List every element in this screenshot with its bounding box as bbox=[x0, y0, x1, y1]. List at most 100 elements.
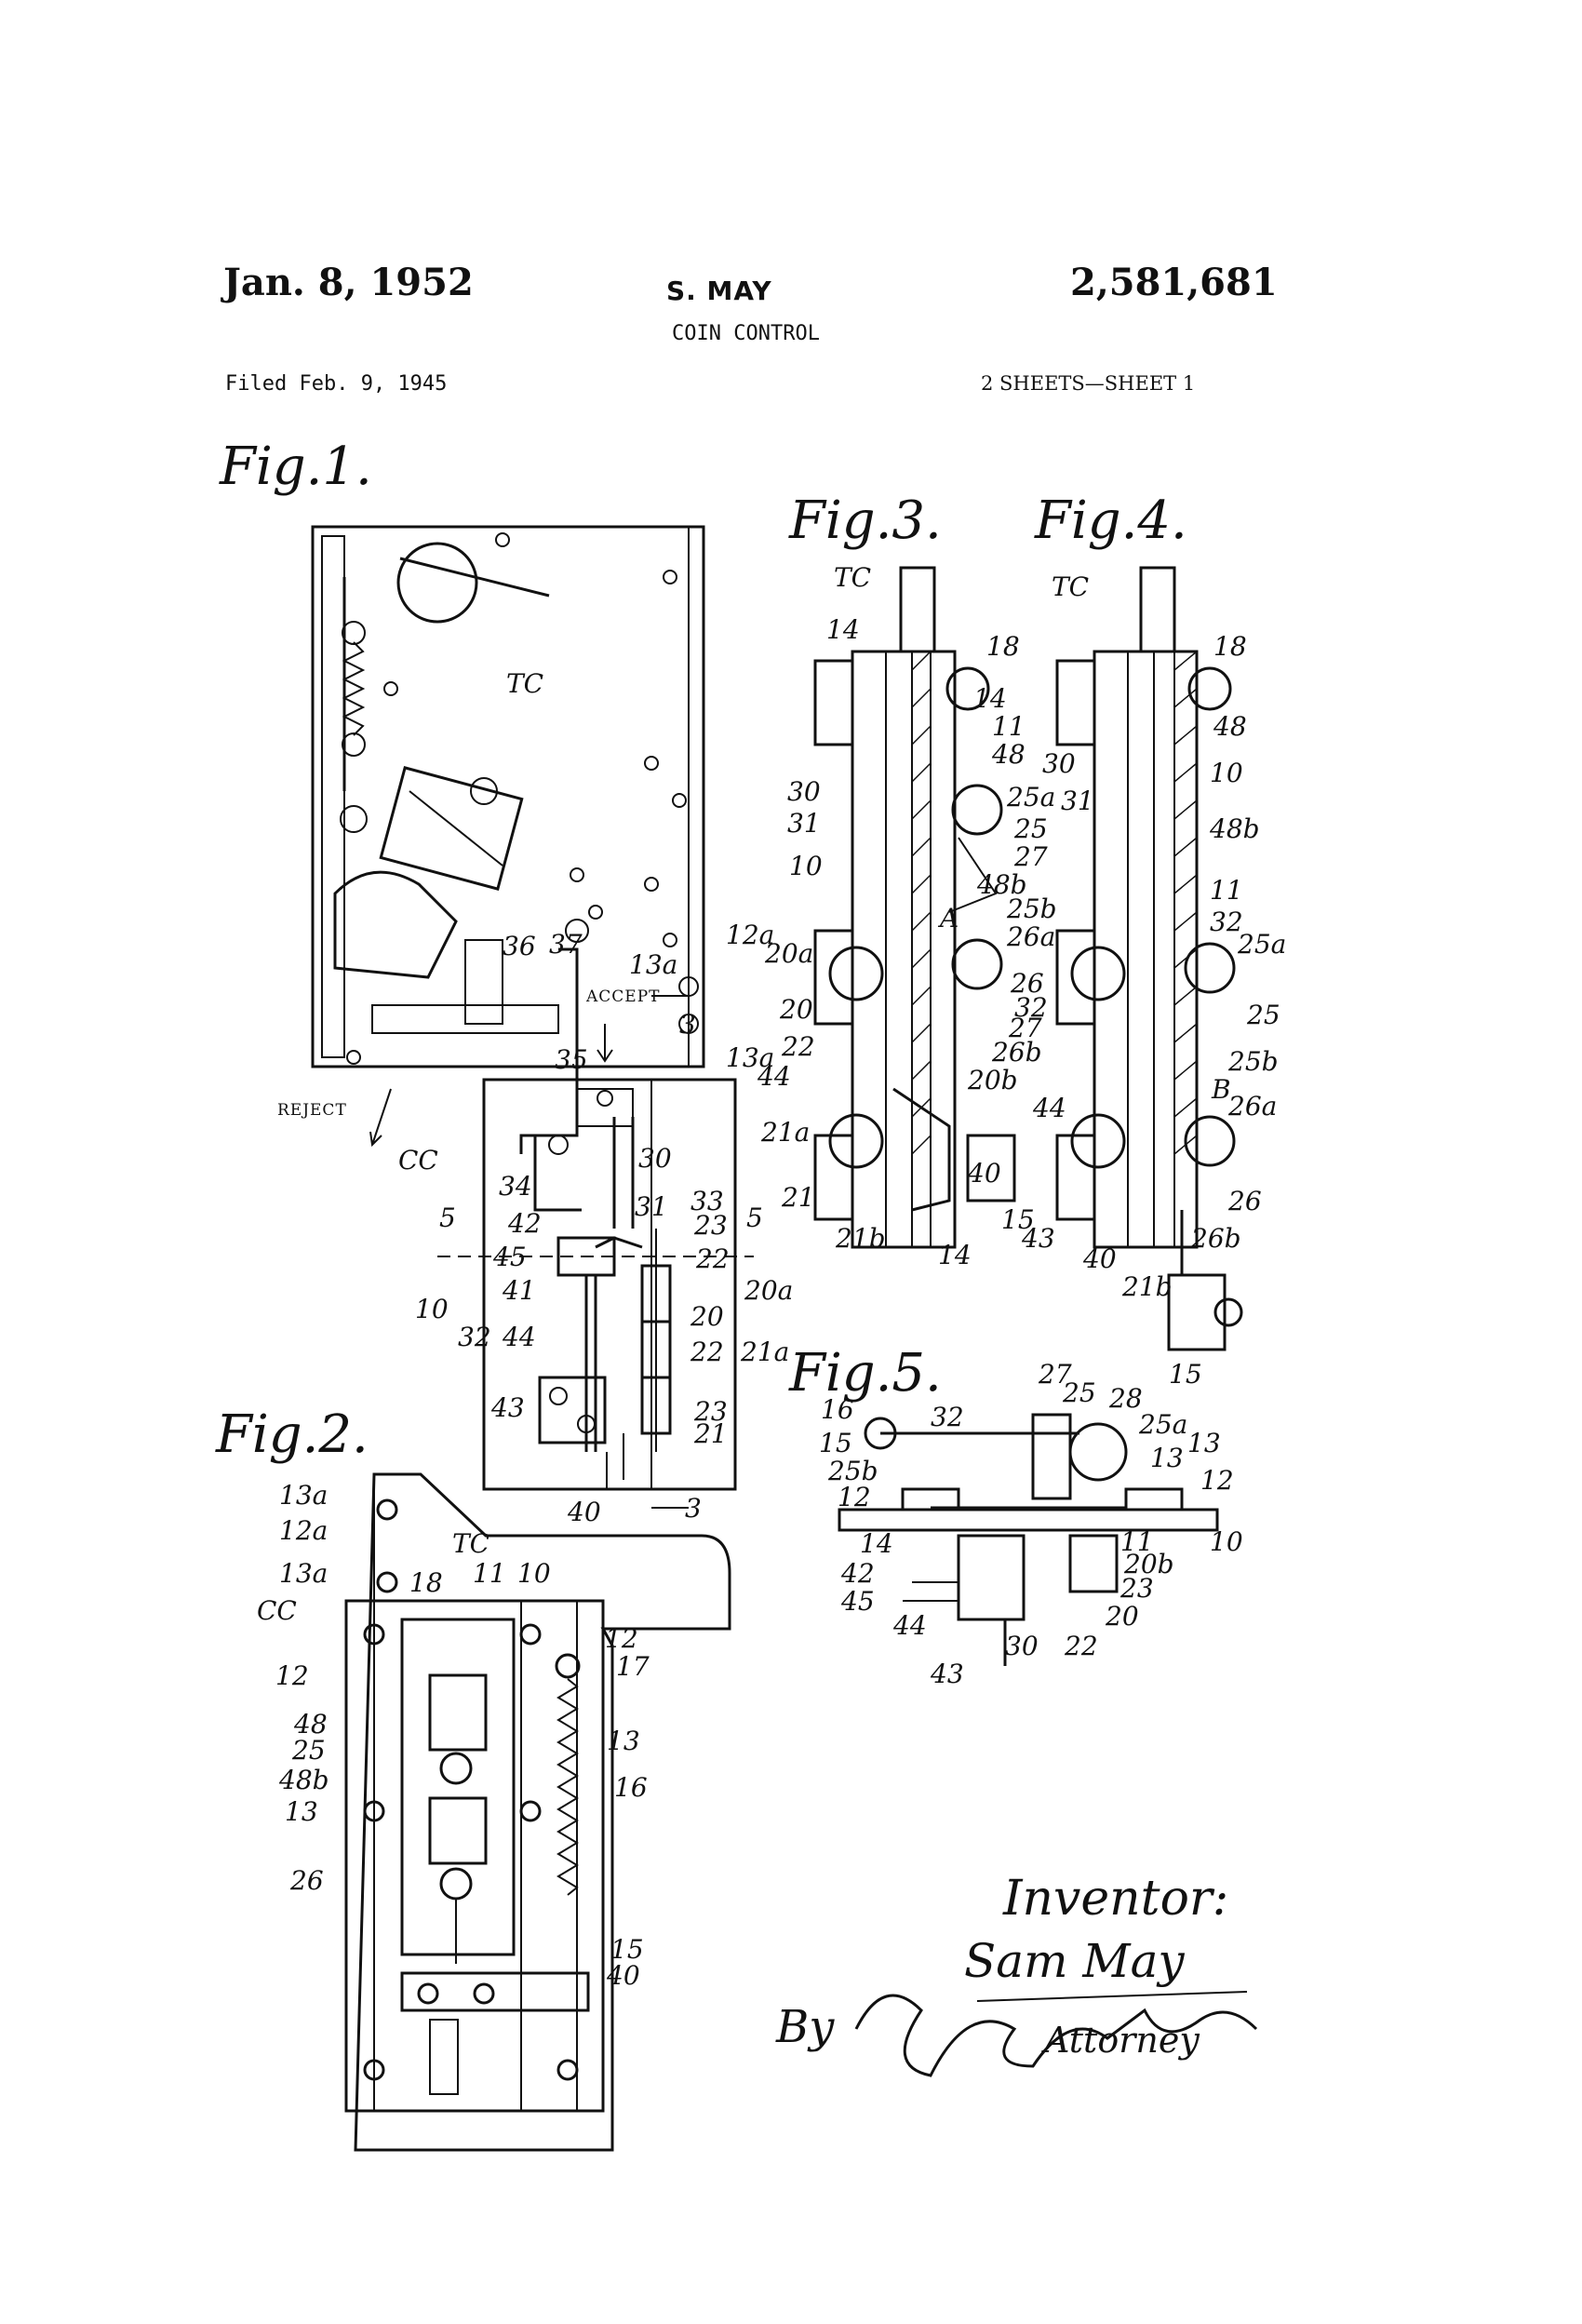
fig3-label-21a: 21a bbox=[760, 1117, 810, 1148]
fig1-label-40: 40 bbox=[567, 1497, 601, 1527]
fig1-label-32: 32 bbox=[458, 1322, 491, 1352]
fig2-label-17: 17 bbox=[616, 1651, 650, 1682]
fig4-label-26: 26 bbox=[1227, 1186, 1262, 1216]
fig3-label-tc: TC bbox=[834, 562, 871, 593]
fig5-label-25b: 13 bbox=[1150, 1443, 1184, 1473]
fig4-label-43: 43 bbox=[1021, 1223, 1055, 1254]
by-label: By bbox=[776, 2001, 835, 2053]
fig1-label-12a: 12a bbox=[726, 920, 774, 950]
fig3-label-27: 27 bbox=[1013, 841, 1048, 872]
fig2-label-13a: 13a bbox=[279, 1480, 328, 1511]
fig5-label-42: 42 bbox=[840, 1558, 875, 1589]
fig1-label-33: 33 bbox=[690, 1186, 724, 1216]
fig5-label-15: 15 bbox=[819, 1428, 852, 1458]
fig5-label-14: 14 bbox=[860, 1528, 893, 1559]
fig1-label-3-bottom: 3 bbox=[685, 1493, 702, 1524]
patent-date: Jan. 8, 1952 bbox=[223, 261, 474, 304]
fig5-label-25: 25 bbox=[1062, 1377, 1096, 1408]
fig4-label-32: 32 bbox=[1210, 907, 1243, 937]
fig1-label-13a: 13a bbox=[629, 949, 677, 980]
fig1-label-20: 20 bbox=[690, 1301, 724, 1332]
fig1-label-tc: TC bbox=[506, 668, 543, 699]
fig1-label-43: 43 bbox=[490, 1392, 525, 1423]
fig3-label-44: 44 bbox=[757, 1061, 791, 1092]
fig3-label-32: 32 bbox=[1014, 992, 1048, 1023]
fig3-label-40: 40 bbox=[967, 1158, 1001, 1189]
fig3-label-48: 48 bbox=[991, 739, 1026, 770]
fig1-label-5-left: 5 bbox=[439, 1202, 456, 1233]
fig4-caption: Fig.4. bbox=[1034, 490, 1187, 551]
fig1-label-37: 37 bbox=[549, 929, 583, 960]
fig5-label-12-right: 12 bbox=[1200, 1465, 1234, 1496]
figure-4: Fig.4. TC 18 48 30 10 bbox=[1021, 490, 1286, 1390]
fig2-label-40: 40 bbox=[606, 1960, 640, 1991]
fig3-label-27-b: 27 bbox=[1008, 1013, 1042, 1043]
patent-author: S. MAY bbox=[666, 275, 772, 306]
attorney-signature bbox=[854, 1994, 1258, 2077]
fig4-label-25: 25 bbox=[1246, 1000, 1280, 1030]
fig1-label-41: 41 bbox=[502, 1275, 536, 1306]
fig3-label-31: 31 bbox=[787, 808, 821, 839]
fig1-label-30: 30 bbox=[638, 1143, 672, 1174]
fig5-label-22: 22 bbox=[1064, 1631, 1098, 1661]
fig3-label-10: 10 bbox=[789, 851, 823, 881]
fig1-label-10: 10 bbox=[415, 1294, 449, 1324]
fig3-label-21: 21 bbox=[781, 1182, 815, 1213]
fig3-label-20: 20 bbox=[779, 994, 813, 1025]
fig4-label-tc: TC bbox=[1052, 571, 1089, 602]
fig5-label-32: 32 bbox=[931, 1402, 964, 1432]
fig3-caption: Fig.3. bbox=[788, 490, 942, 551]
fig5-label-10: 10 bbox=[1210, 1526, 1243, 1557]
fig3-label-18: 18 bbox=[986, 631, 1020, 662]
inventor-caption: Inventor: bbox=[1003, 1871, 1229, 1927]
fig5-caption: Fig.5. bbox=[788, 1343, 942, 1404]
fig4-label-10: 10 bbox=[1210, 758, 1243, 788]
fig2-label-10: 10 bbox=[517, 1558, 551, 1589]
fig2-label-13-left: 13 bbox=[285, 1796, 318, 1827]
patent-number: 2,581,681 bbox=[1070, 261, 1278, 304]
fig4-label-30: 30 bbox=[1042, 748, 1076, 779]
filed-date: Filed Feb. 9, 1945 bbox=[225, 372, 448, 396]
fig1-label-42: 42 bbox=[507, 1208, 542, 1239]
figure-2: Fig.2. 13a 12a 13a TC 11 bbox=[215, 1404, 731, 2152]
fig3-label-14-b: 14 bbox=[973, 683, 1007, 714]
fig1-label-21: 21 bbox=[693, 1418, 728, 1449]
fig2-label-48: 48 bbox=[293, 1709, 328, 1740]
fig4-label-40: 40 bbox=[1082, 1243, 1117, 1274]
fig5-label-16: 16 bbox=[821, 1394, 854, 1425]
fig4-label-44: 44 bbox=[1032, 1093, 1066, 1123]
fig2-label-26: 26 bbox=[289, 1865, 324, 1896]
fig5-label-13-left: 25b bbox=[827, 1456, 878, 1486]
fig1-label-13a-2: 13a bbox=[726, 1042, 774, 1073]
fig1-label-45: 45 bbox=[492, 1242, 527, 1272]
inventor-name: Sam May bbox=[964, 1934, 1185, 1988]
fig5-label-23: 23 bbox=[1119, 1573, 1154, 1604]
fig5-label-13-right: 13 bbox=[1187, 1428, 1221, 1458]
figure-1: Fig.1. bbox=[219, 437, 793, 1527]
fig3-label-26: 26 bbox=[1010, 968, 1044, 999]
fig1-label-21a: 21a bbox=[740, 1337, 789, 1367]
fig2-label-12-left: 12 bbox=[275, 1660, 309, 1691]
fig3-label-25a: 25a bbox=[1006, 782, 1055, 813]
fig3-label-14-c: 14 bbox=[938, 1240, 972, 1270]
fig5-label-44: 44 bbox=[892, 1610, 927, 1641]
fig5-labels: 27 25 28 16 32 25a 15 13 25b 13 12 12 14… bbox=[819, 1359, 1243, 1689]
fig2-labels: 13a 12a 13a TC 11 10 CC 18 12 12 17 48 1… bbox=[257, 1480, 650, 1991]
fig1-label-36: 36 bbox=[503, 931, 536, 961]
fig5-label-43: 43 bbox=[930, 1659, 964, 1689]
fig1-label-22: 22 bbox=[695, 1243, 730, 1274]
fig5-label-12-left: 12 bbox=[838, 1482, 871, 1512]
fig5-label-27: 27 bbox=[1038, 1359, 1072, 1390]
fig2-label-12a: 12a bbox=[279, 1515, 328, 1546]
fig3-label-48b: 48b bbox=[976, 869, 1027, 900]
fig2-label-11: 11 bbox=[473, 1558, 506, 1589]
fig4-label-11: 11 bbox=[1210, 875, 1243, 906]
fig1-label-23-b: 23 bbox=[693, 1396, 728, 1427]
fig1-label-23: 23 bbox=[693, 1210, 728, 1241]
fig1-label-20a: 20a bbox=[744, 1275, 793, 1306]
fig5-label-20: 20 bbox=[1105, 1601, 1139, 1632]
fig2-label-cc: CC bbox=[257, 1595, 297, 1626]
fig3-label-25b: 25b bbox=[1006, 893, 1057, 924]
figure-5: Fig.5. 27 25 28 16 32 25a 15 13 25b 13 1… bbox=[788, 1343, 1243, 1689]
fig1-label-44: 44 bbox=[502, 1322, 536, 1352]
